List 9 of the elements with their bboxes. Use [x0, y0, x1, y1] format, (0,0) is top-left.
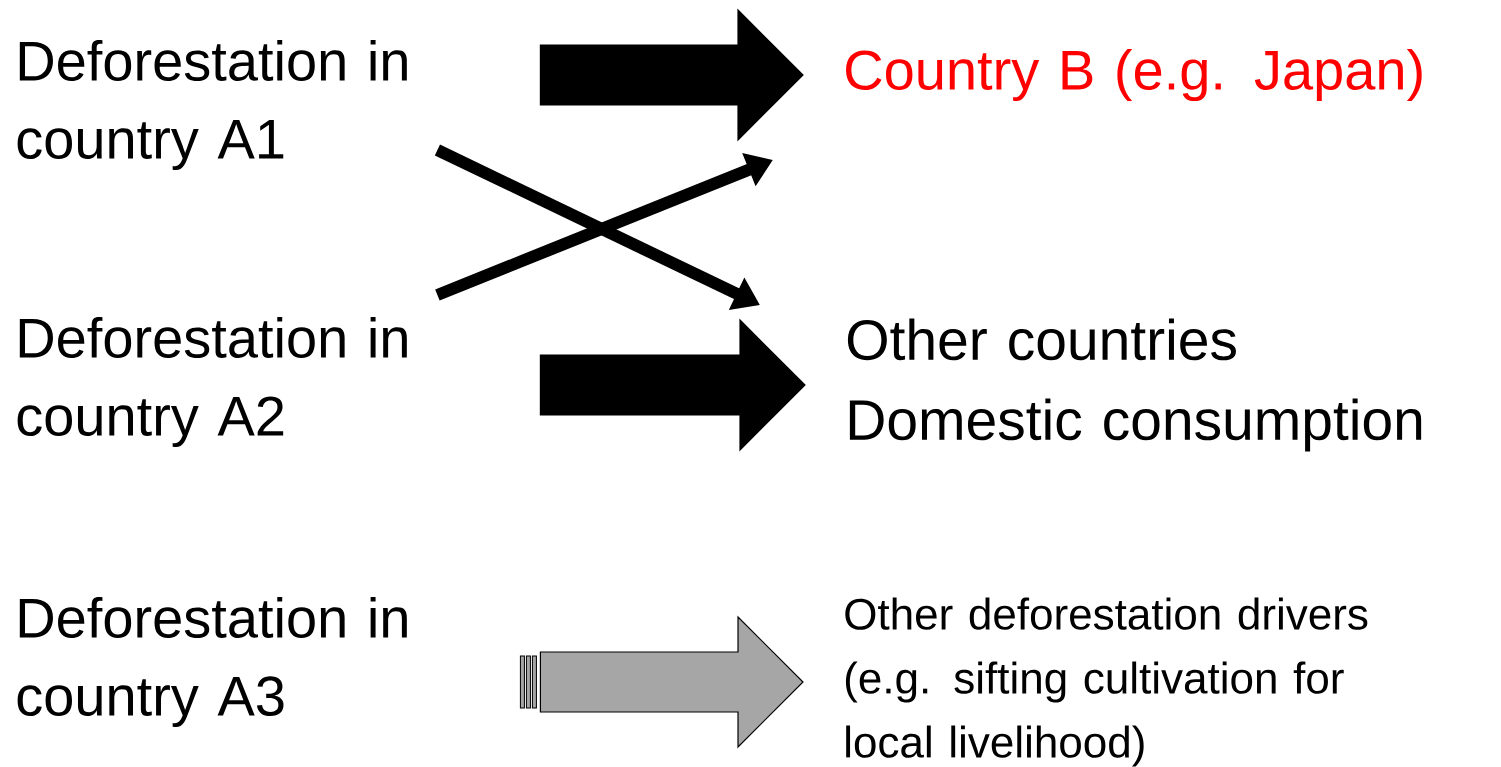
node-text: Country B (e.g. Japan) [846, 48, 1422, 102]
node-text: Deforestation in country A2 [17, 316, 407, 448]
node-text: Deforestation in country A1 [17, 39, 407, 171]
block-arrow [539, 8, 804, 142]
node-text: Other deforestation drivers (e.g. sifting cultivation for local livelihood) [845, 597, 1368, 767]
block-arrow [519, 615, 804, 749]
node-text: Other countries Domestic consumption [847, 318, 1422, 452]
node-text: Deforestation in country A3 [17, 596, 407, 728]
block-arrow [539, 318, 806, 452]
